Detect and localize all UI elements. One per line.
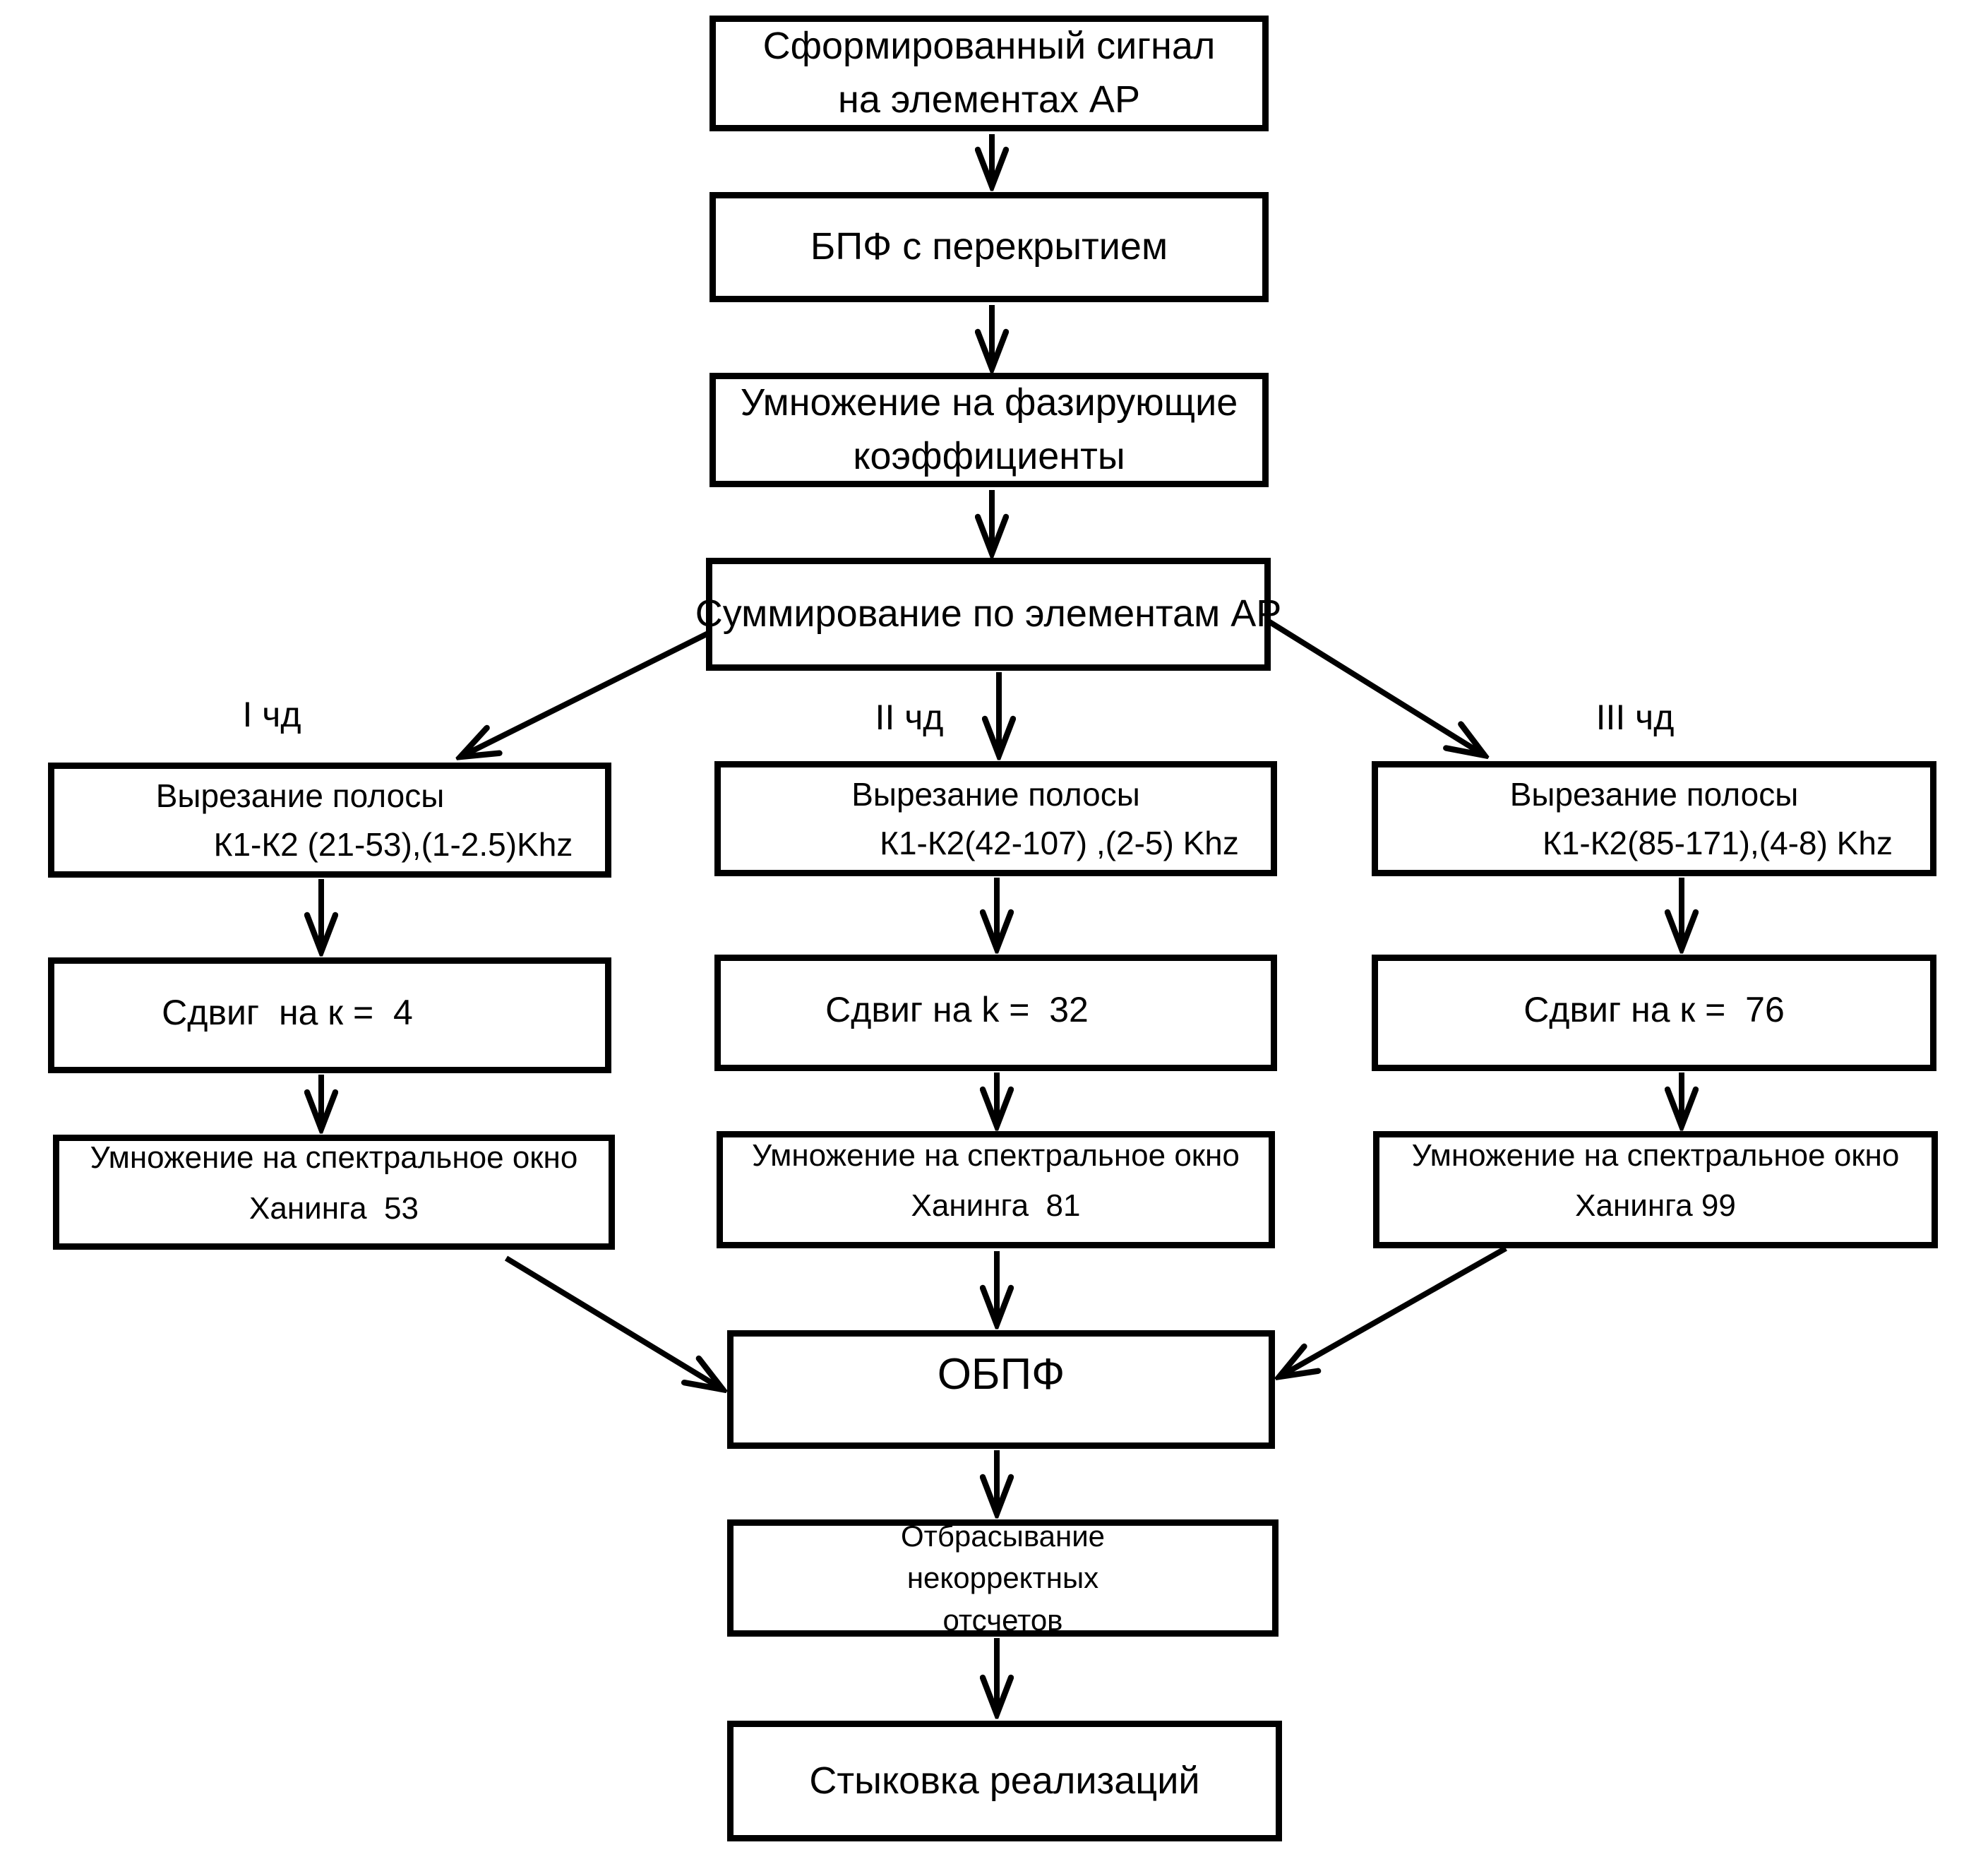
box-hanning-window-1-line2: Ханинга 53 bbox=[249, 1190, 419, 1226]
box-band-cut-3-line1: Вырезание полосы bbox=[1509, 775, 1799, 813]
box-band-cut-2: Вырезание полосы К1-К2(42-107) ,(2-5) Kh… bbox=[714, 761, 1277, 876]
box-hanning-window-2: Умножение на спектральное окно Ханинга 8… bbox=[717, 1131, 1275, 1248]
box-inverse-fft: ОБПФ bbox=[727, 1330, 1275, 1449]
box-join-realizations-line1: Стыковка реализаций bbox=[809, 1759, 1200, 1802]
box-band-cut-3-line2: К1-К2(85-171),(4-8) Khz bbox=[1543, 824, 1893, 861]
branch-label-1: I чд bbox=[242, 695, 301, 734]
box-shift-1: Сдвиг на к = 4 bbox=[48, 957, 611, 1073]
box-discard-samples: Отбрасывание некорректных отсчетов bbox=[727, 1519, 1279, 1637]
box-discard-samples-line2: некорректных bbox=[906, 1561, 1099, 1595]
branch-label-3: III чд bbox=[1595, 698, 1675, 737]
arrow-sum-to-cut3 bbox=[1267, 619, 1485, 755]
box-hanning-window-3: Умножение на спектральное окно Ханинга 9… bbox=[1373, 1131, 1938, 1248]
box-band-cut-1-line2: К1-К2 (21-53),(1-2.5)Khz bbox=[213, 825, 573, 863]
box-hanning-window-1: Умножение на спектральное окно Ханинга 5… bbox=[53, 1135, 615, 1250]
box-hanning-window-2-line2: Ханинга 81 bbox=[911, 1188, 1081, 1223]
box-join-realizations: Стыковка реализаций bbox=[727, 1721, 1282, 1841]
box-hanning-window-3-line1: Умножение на спектральное окно bbox=[1411, 1137, 1900, 1173]
box-sum-elements: Суммирование по элементам АР bbox=[695, 558, 1281, 671]
box-discard-samples-line3: отсчетов bbox=[942, 1603, 1063, 1637]
box-formed-signal: Сформированный сигнал на элементах АР bbox=[709, 16, 1269, 131]
box-hanning-window-2-line1: Умножение на спектральное окно bbox=[752, 1137, 1240, 1173]
box-shift-3: Сдвиг на к = 76 bbox=[1372, 955, 1936, 1071]
box-band-cut-2-line1: Вырезание полосы bbox=[851, 775, 1140, 813]
box-hanning-window-1-line1: Умножение на спектральное окно bbox=[90, 1140, 578, 1176]
box-inverse-fft-line1: ОБПФ bbox=[937, 1349, 1065, 1399]
box-discard-samples-line1: Отбрасывание bbox=[900, 1519, 1106, 1553]
box-formed-signal-line1: Сформированный сигнал bbox=[762, 25, 1216, 68]
box-band-cut-3: Вырезание полосы К1-К2(85-171),(4-8) Khz bbox=[1372, 761, 1936, 876]
box-fft-overlap-line1: БПФ с перекрытием bbox=[810, 225, 1168, 268]
branch-label-2: II чд bbox=[875, 698, 944, 737]
box-shift-2-line1: Сдвиг на k = 32 bbox=[825, 990, 1089, 1029]
arrow-win3-to-ifft bbox=[1279, 1245, 1507, 1377]
box-phasing-multiply-line2: коэффициенты bbox=[853, 435, 1125, 477]
box-phasing-multiply: Умножение на фазирующие коэффициенты bbox=[709, 373, 1269, 487]
box-shift-3-line1: Сдвиг на к = 76 bbox=[1523, 990, 1785, 1029]
box-band-cut-1: Вырезание полосы К1-К2 (21-53),(1-2.5)Kh… bbox=[48, 763, 611, 878]
box-shift-1-line1: Сдвиг на к = 4 bbox=[162, 993, 413, 1032]
box-shift-2: Сдвиг на k = 32 bbox=[714, 955, 1277, 1071]
box-band-cut-2-line2: К1-К2(42-107) ,(2-5) Khz bbox=[880, 824, 1239, 861]
box-band-cut-1-line1: Вырезание полосы bbox=[155, 777, 445, 814]
box-fft-overlap: БПФ с перекрытием bbox=[709, 192, 1269, 302]
box-hanning-window-3-line2: Ханинга 99 bbox=[1575, 1188, 1736, 1223]
arrow-sum-to-cut1 bbox=[460, 629, 712, 757]
box-formed-signal-line2: на элементах АР bbox=[838, 78, 1140, 121]
box-sum-elements-line1: Суммирование по элементам АР bbox=[695, 592, 1282, 635]
box-phasing-multiply-line1: Умножение на фазирующие bbox=[740, 381, 1238, 424]
arrow-win1-to-ifft bbox=[504, 1255, 723, 1390]
